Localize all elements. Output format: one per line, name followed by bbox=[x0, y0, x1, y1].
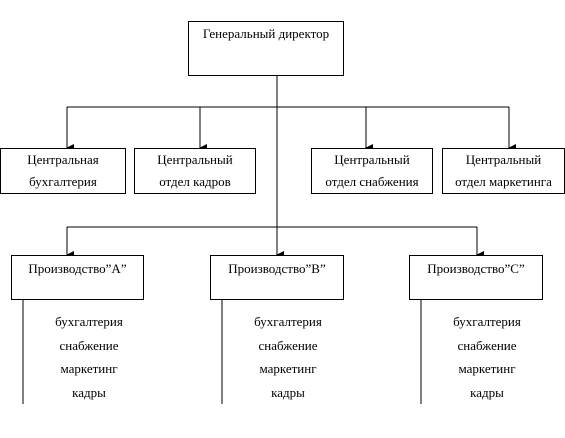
central-accounting-line1: Центральная bbox=[27, 152, 99, 167]
function-item: кадры bbox=[271, 384, 305, 400]
central-accounting-line2: бухгалтерия bbox=[29, 174, 97, 189]
function-item: маркетинг bbox=[259, 361, 317, 376]
production-a-functions: бухгалтерия снабжение маркетинг кадры bbox=[29, 310, 149, 404]
central-hr-line2: отдел кадров bbox=[159, 174, 231, 189]
function-item: бухгалтерия bbox=[453, 314, 521, 329]
production-b-box: Производство”В” bbox=[210, 255, 344, 300]
function-item: снабжение bbox=[258, 337, 318, 353]
central-hr-line1: Центральный bbox=[157, 152, 233, 167]
function-item: кадры bbox=[470, 384, 504, 400]
function-item: снабжение bbox=[59, 337, 119, 353]
production-b-label: Производство”В” bbox=[228, 261, 326, 276]
central-supply-line2: отдел снабжения bbox=[325, 174, 419, 189]
central-hr-box: Центральный отдел кадров bbox=[134, 148, 256, 194]
production-c-functions: бухгалтерия снабжение маркетинг кадры bbox=[427, 310, 547, 404]
director-box: Генеральный директор bbox=[188, 21, 344, 76]
central-supply-line1: Центральный bbox=[334, 152, 410, 167]
function-item: маркетинг bbox=[458, 361, 516, 376]
production-a-label: Производство”А” bbox=[28, 261, 127, 276]
function-item: бухгалтерия bbox=[55, 314, 123, 329]
central-supply-box: Центральный отдел снабжения bbox=[311, 148, 433, 194]
production-c-box: Производство”С” bbox=[409, 255, 543, 300]
central-marketing-box: Центральный отдел маркетинга bbox=[442, 148, 565, 194]
function-item: кадры bbox=[72, 384, 106, 400]
production-a-box: Производство”А” bbox=[11, 255, 144, 300]
function-item: маркетинг bbox=[60, 361, 118, 376]
production-c-label: Производство”С” bbox=[427, 261, 525, 276]
function-item: бухгалтерия bbox=[254, 314, 322, 329]
central-accounting-box: Центральная бухгалтерия bbox=[0, 148, 126, 194]
central-marketing-line2: отдел маркетинга bbox=[455, 174, 552, 189]
production-b-functions: бухгалтерия снабжение маркетинг кадры bbox=[228, 310, 348, 404]
central-marketing-line1: Центральный bbox=[465, 152, 542, 167]
director-label: Генеральный директор bbox=[202, 26, 330, 41]
function-item: снабжение bbox=[457, 337, 517, 353]
